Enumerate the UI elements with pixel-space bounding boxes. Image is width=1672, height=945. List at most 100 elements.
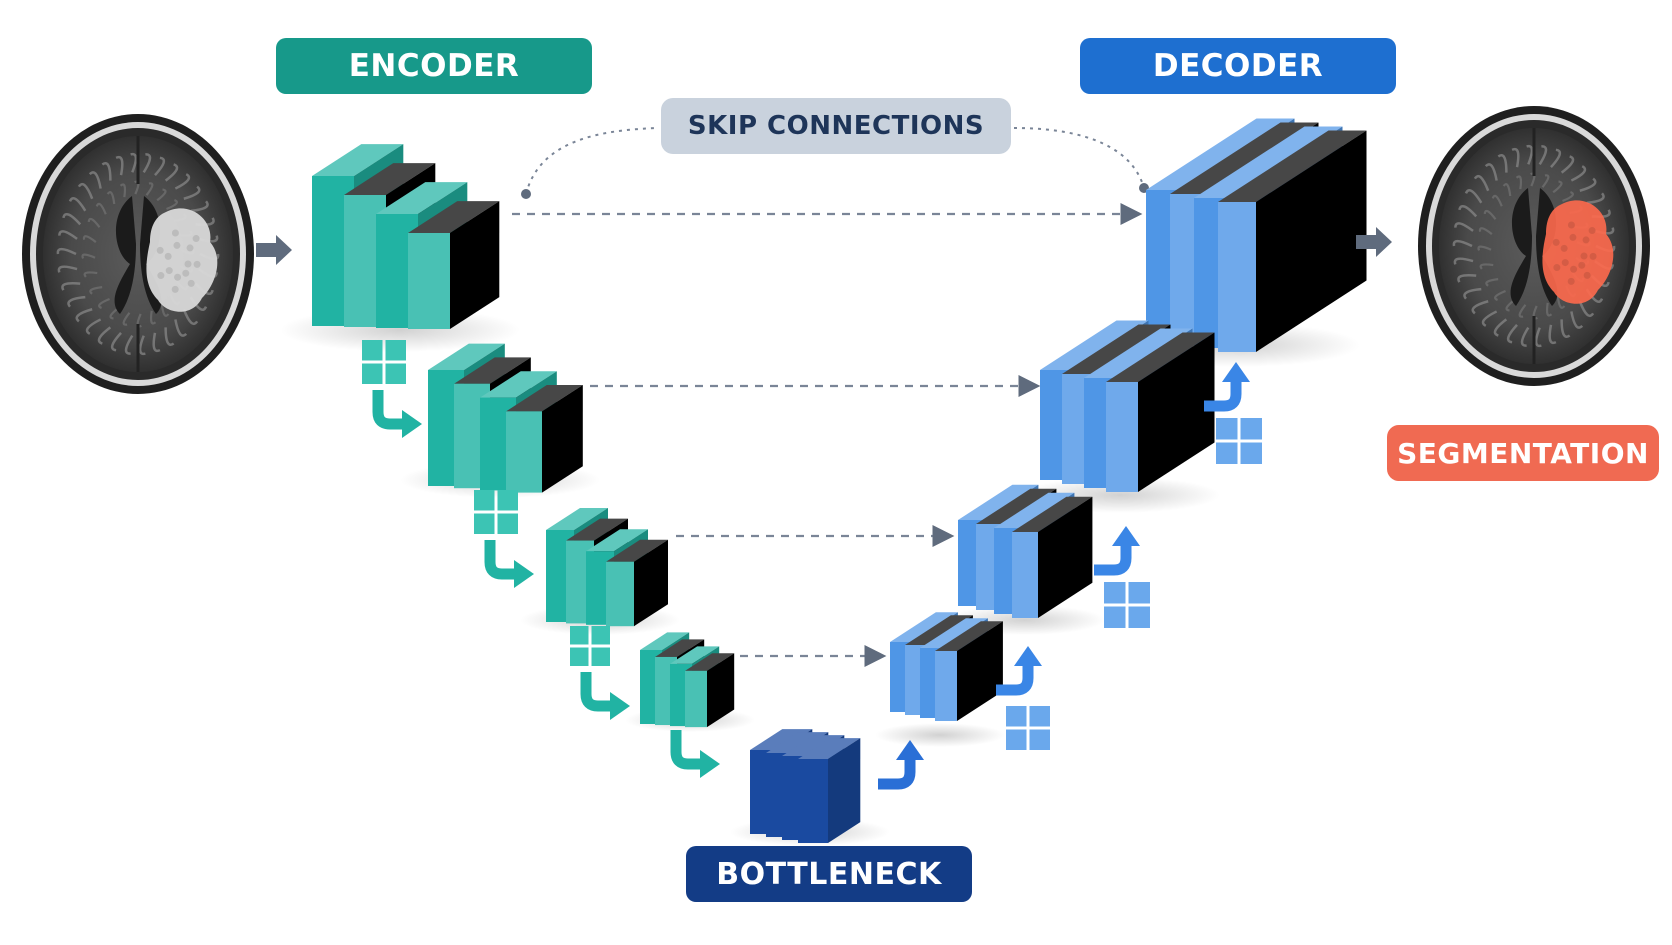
decoder-stage-3: [958, 484, 1093, 618]
decoder-stage-2-slab-3-front: [1106, 382, 1138, 492]
bottleneck-label: BOTTLENECK: [686, 846, 972, 902]
decoder-stage-3-slab-3-front: [1012, 532, 1038, 618]
encoder-stage-4: [640, 632, 735, 728]
upsample-arrow-icon: [996, 646, 1042, 696]
encoder-label: ENCODER: [276, 38, 592, 94]
encoder-stage-4-slab-0-top: [640, 632, 690, 650]
encoder-stage-3: [546, 508, 668, 627]
encoder-stage-1-slab-3-front: [408, 233, 450, 329]
encoder-stage-1-slab-0-top: [312, 144, 404, 176]
tumor-region: [146, 208, 218, 312]
skip-label-connector-right: [1013, 127, 1145, 189]
decoder-stage-3-slab-3: [1012, 496, 1093, 618]
decoder-stage-2: [1040, 320, 1215, 492]
bottleneck-block-slab-3-side: [828, 738, 861, 843]
bottleneck-block-slab-3: [798, 738, 861, 843]
encoder-stage-2-slab-3-front: [506, 411, 542, 493]
pooling-grid-icon: [570, 626, 610, 666]
skip-connections-label: SKIP CONNECTIONS: [661, 98, 1011, 154]
decoder-stage-3-slab-2-top: [994, 492, 1075, 528]
bottleneck-label-text: BOTTLENECK: [716, 856, 942, 892]
brain-mri-output-icon: [1418, 106, 1650, 386]
encoder-stage-2-slab-0-top: [428, 343, 505, 370]
decoder-stage-2-slab-1-top: [1062, 324, 1171, 374]
encoder-stage-2: [428, 343, 583, 493]
decoder-stage-1-slab-2-top: [1194, 126, 1343, 198]
decoder-stage-1-slab-3-front: [1218, 202, 1256, 352]
encoder-stage-4-slab-3-front: [685, 670, 707, 728]
encoder-stage-1-slab-2-top: [376, 182, 468, 214]
encoder-stage-2-slab-3: [506, 385, 583, 493]
decoder-stage-2-slab-3-top: [1106, 332, 1215, 382]
decoder-stage-4-slab-1-top: [905, 615, 973, 645]
drop-shadow: [875, 723, 1005, 747]
decoder-stage-3-slab-0-top: [958, 484, 1039, 520]
decoder-stage-1-slab-3: [1218, 130, 1367, 352]
upsampling-grid-icon: [1104, 582, 1150, 628]
tumor-region: [1542, 200, 1614, 304]
decoder-stage-2-slab-3: [1106, 332, 1215, 492]
decoder-stage-4: [890, 612, 1003, 721]
decoder-stage-4-slab-3: [935, 621, 1003, 721]
skip-connector-dot-left: [521, 189, 531, 199]
encoder-stage-3-slab-3-side: [634, 539, 668, 627]
downsample-arrow-icon: [580, 672, 630, 720]
encoder-stage-2-slab-1-top: [454, 357, 531, 384]
decoder-label-text: DECODER: [1152, 48, 1324, 84]
pooling-grid-icon: [362, 340, 406, 384]
input-flow-arrow: [256, 235, 292, 265]
encoder-stage-3-slab-1-top: [566, 518, 628, 541]
upsampling-grid-icon: [1006, 706, 1050, 750]
encoder-stage-1-slab-3: [408, 201, 500, 329]
encoder-stage-4-slab-2-top: [670, 646, 720, 664]
upsample-arrow-icon: [1094, 526, 1140, 576]
encoder-stage-4-slab-3: [685, 653, 735, 728]
downsample-arrow-icon: [372, 390, 422, 438]
downsample-arrow-icon: [484, 540, 534, 588]
encoder-stage-3-slab-0-top: [546, 508, 608, 530]
bottleneck-block-slab-3-front: [798, 759, 828, 843]
upsampling-grid-icon: [1216, 418, 1262, 464]
decoder-stage-1: [1146, 118, 1367, 352]
decoder-label: DECODER: [1080, 38, 1396, 94]
decoder-stage-3-slab-1-top: [976, 488, 1057, 524]
decoder-stage-1-slab-3-side: [1256, 130, 1367, 352]
encoder-stage-3-slab-2-top: [586, 529, 648, 552]
encoder-stage-3-slab-3-top: [606, 539, 668, 562]
encoder-stage-2-slab-3-top: [506, 385, 583, 412]
encoder-stage-4-slab-3-top: [685, 653, 735, 671]
encoder-stage-3-slab-3-front: [606, 561, 634, 627]
encoder-stage-4-slab-1-top: [655, 639, 705, 657]
decoder-stage-2-slab-2-top: [1084, 328, 1193, 378]
upsample-arrow-icon: [1204, 362, 1250, 412]
decoder-stage-4-slab-0-top: [890, 612, 958, 642]
decoder-stage-4-slab-3-front: [935, 651, 957, 721]
decoder-stage-3-slab-3-side: [1038, 496, 1093, 618]
decoder-stage-2-slab-0-top: [1040, 320, 1149, 370]
decoder-stage-3-slab-3-top: [1012, 496, 1093, 532]
upsample-arrow-icon: [878, 740, 924, 790]
pooling-grid-icon: [474, 490, 518, 534]
bottleneck-block: [750, 729, 861, 843]
decoder-stage-4-slab-2-top: [920, 618, 988, 648]
skip-label-connector-left: [525, 127, 659, 195]
encoder-stage-1-slab-3-top: [408, 201, 500, 233]
decoder-stage-2-slab-3-side: [1138, 332, 1215, 492]
segmentation-label-text: SEGMENTATION: [1397, 436, 1649, 470]
decoder-stage-4-slab-3-side: [957, 621, 1003, 721]
skip-connections-label-text: SKIP CONNECTIONS: [687, 111, 985, 141]
encoder-stage-3-slab-3: [606, 539, 668, 627]
segmentation-label: SEGMENTATION: [1387, 425, 1659, 481]
brain-mri-input-icon: [22, 114, 254, 394]
encoder-stage-2-slab-3-side: [542, 385, 583, 493]
downsample-arrow-icon: [670, 730, 720, 778]
encoder-label-text: ENCODER: [348, 48, 520, 84]
decoder-stage-1-slab-0-top: [1146, 118, 1295, 190]
decoder-stage-1-slab-1-top: [1170, 122, 1319, 194]
encoder-stage-1-slab-3-side: [450, 201, 500, 329]
decoder-stage-4-slab-3-top: [935, 621, 1003, 651]
decoder-stage-1-slab-3-top: [1218, 130, 1367, 202]
encoder-stage-1: [312, 144, 500, 329]
